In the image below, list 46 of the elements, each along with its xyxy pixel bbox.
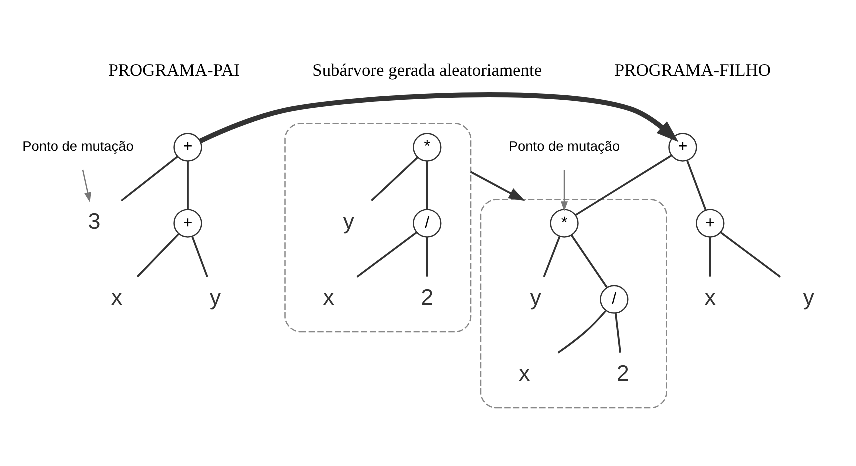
connector (121, 156, 178, 202)
connector (356, 231, 418, 278)
connector (136, 233, 180, 278)
node-text: Ponto de mutação (508, 138, 620, 154)
node-text: y (343, 208, 354, 234)
arrow (82, 169, 92, 202)
node-text: x (704, 284, 716, 310)
node-text: x (111, 284, 123, 310)
connector (371, 156, 418, 202)
node-circle: + (668, 132, 698, 162)
connector (192, 236, 208, 277)
connector (570, 234, 608, 288)
node-text: 2 (616, 360, 630, 386)
connector (558, 310, 607, 354)
node-text: y (210, 284, 222, 310)
node-text: y (803, 284, 814, 310)
node-text: 2 (421, 284, 434, 310)
node-text: Ponto de mutação (22, 138, 134, 154)
connector (686, 160, 707, 210)
node-circle: * (550, 208, 579, 238)
node-text: y (530, 284, 542, 310)
node-circle: / (600, 284, 629, 314)
node-circle: * (413, 132, 442, 162)
connector (426, 160, 428, 209)
node-circle: / (413, 208, 442, 238)
cluster (480, 198, 668, 408)
connector (426, 236, 428, 276)
node-circle: + (174, 208, 202, 238)
node-circle: + (696, 208, 725, 238)
node-text: x (519, 360, 530, 386)
connector (187, 160, 189, 209)
label: PROGRAMA-PAI (108, 60, 240, 80)
connector (720, 231, 782, 278)
connector (614, 312, 622, 352)
cluster (284, 122, 472, 332)
arrow (470, 170, 526, 201)
arrow (200, 92, 679, 143)
label: PROGRAMA-FILHO (614, 60, 771, 80)
node-circle: + (174, 132, 202, 162)
node-text: x (323, 284, 334, 310)
connector (575, 154, 672, 216)
node-text: 3 (88, 208, 101, 234)
connector (543, 236, 561, 277)
label: Subárvore gerada aleatoriamente (312, 60, 542, 80)
connector (709, 236, 712, 276)
arrow (561, 170, 568, 212)
